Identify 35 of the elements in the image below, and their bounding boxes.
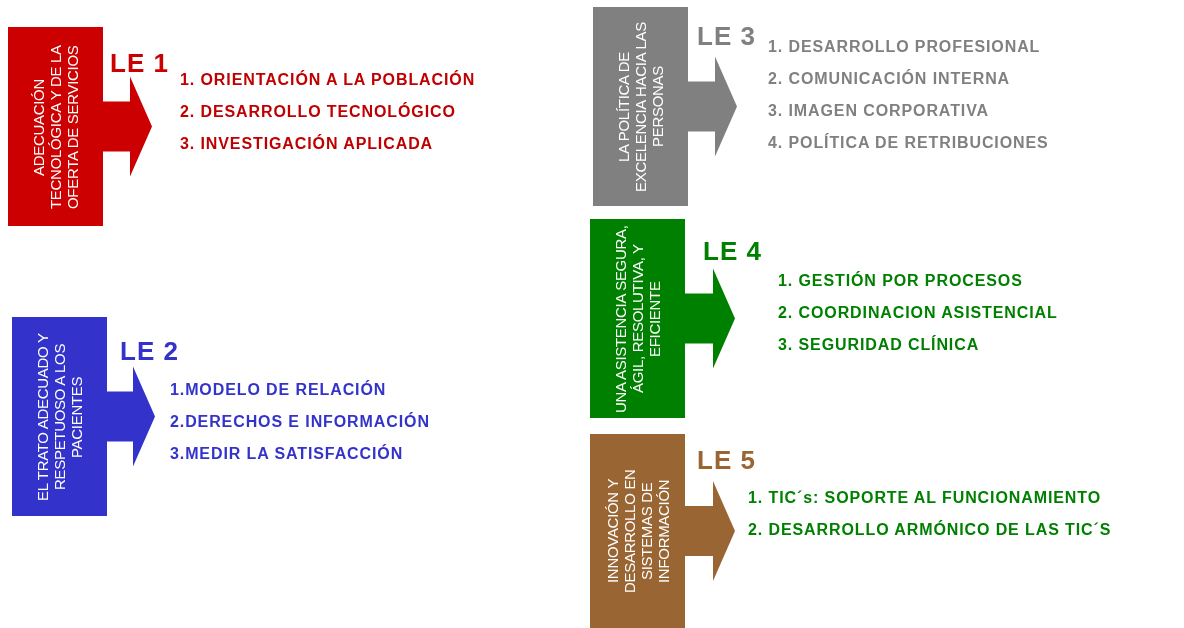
block-arrow (107, 366, 155, 467)
category-box (8, 27, 103, 226)
list-item: 2. COMUNICACIÓN INTERNA (768, 68, 1012, 89)
block-arrow (103, 76, 152, 177)
list-item: 3. SEGURIDAD CLÍNICA (778, 334, 981, 355)
vertical-box-text: LA POLÍTICA DE EXCELENCIA HACIA LAS PERSONAS (615, 20, 666, 194)
list-item: 1. ORIENTACIÓN A LA POBLACIÓN (180, 69, 476, 90)
edge-label: LE 5 (697, 446, 756, 474)
list-item: 2.DERECHOS E INFORMACIÓN (170, 411, 430, 432)
edge-label: LE 4 (703, 236, 762, 265)
category-box (590, 219, 685, 418)
edge-label: LE 3 (697, 21, 756, 50)
list-item: 1. DESARROLLO PROFESIONAL (768, 37, 1042, 57)
vertical-box-text: EL TRATO ADECUADO Y RESPETUOSO A LOS PACIENTES (34, 331, 85, 503)
list-item: 4. POLÍTICA DE RETRIBUCIONES (768, 132, 1049, 153)
edge-label: LE 2 (120, 336, 179, 365)
block-arrow (685, 268, 735, 369)
vertical-box-text: ADECUACIÓN TECNOLÓGICA Y DE LA OFERTA DE SERVICIOS (30, 43, 81, 211)
list-item: 2. DESARROLLO ARMÓNICO DE LAS TIC´S (748, 519, 1112, 540)
category-box (12, 317, 107, 516)
list-item: 3. INVESTIGACIÓN APLICADA (180, 133, 435, 154)
list-item: 1. GESTIÓN POR PROCESOS (778, 270, 1024, 291)
category-box (590, 434, 685, 628)
category-box (593, 7, 688, 206)
block-arrow (685, 481, 735, 581)
vertical-box-text: INNOVACIÓN Y DESARROLLO EN SISTEMAS DE INFORMACIÓN (603, 468, 672, 595)
list-item: 3.MEDIR LA SATISFACCIÓN (170, 443, 405, 464)
block-arrow (688, 56, 737, 157)
list-item: 2. COORDINACION ASISTENCIAL (778, 303, 1058, 323)
list-item: 2. DESARROLLO TECNOLÓGICO (180, 101, 457, 122)
vertical-box-text: UNA ASISTENCIA SEGURA, ÁGIL, RESOLUTIVA, Y EFICIENTE (612, 223, 663, 414)
list-item: 1. TIC´s: SOPORTE AL FUNCIONAMIENTO (748, 488, 1102, 508)
edge-label: LE 1 (110, 48, 169, 77)
list-item: 1.MODELO DE RELACIÓN (170, 379, 388, 400)
list-item: 3. IMAGEN CORPORATIVA (768, 101, 990, 121)
